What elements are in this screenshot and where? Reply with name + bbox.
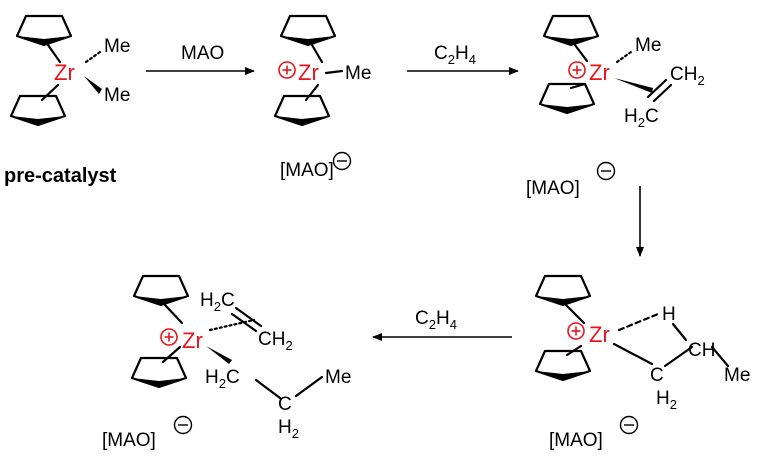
methyl-group: Me [635, 35, 661, 56]
ethylene-double-bond [646, 78, 668, 99]
zirconium-atom: Zr [182, 328, 203, 353]
cation-charge [568, 61, 586, 79]
zirconium-atom: Zr [298, 60, 319, 85]
c-c-bond [294, 375, 324, 398]
methine-group: CH [688, 340, 715, 361]
cp-zr-bond [310, 43, 324, 64]
methyl-group: Me [104, 85, 130, 106]
cp-ring-top [132, 274, 190, 307]
c-c-bond [254, 378, 282, 400]
agostic-hydrogen: H [662, 304, 676, 325]
wedge-bond [84, 76, 102, 94]
anion-charge [619, 415, 639, 435]
counterion: [MAO] [280, 160, 334, 181]
methylene-group: H2C [200, 290, 235, 314]
cp-zr-bond [46, 43, 62, 64]
zirconium-atom: Zr [589, 322, 610, 347]
ethylene-double-bond [652, 83, 673, 103]
ethylene-coordination-arrow: C2H4 [407, 43, 519, 75]
ch-bond [671, 322, 688, 342]
zr-c-bond [612, 342, 654, 366]
cp-ring-bottom [130, 356, 188, 389]
ethylene-double-bond [234, 306, 263, 328]
chain-growth-arrow: C2H4 [372, 308, 512, 341]
zirconium-atom: Zr [54, 60, 75, 85]
methyl-group: Me [724, 365, 750, 386]
cp-ring-bottom [538, 82, 596, 115]
methylene-group: CH2 [670, 64, 705, 88]
cation-charge [567, 322, 585, 340]
methylene-group: CH2 [258, 329, 293, 353]
hashed-bond [84, 50, 102, 64]
c-c-bond [663, 345, 694, 368]
cation-charge [278, 61, 296, 79]
zirconium-atom: Zr [589, 60, 610, 85]
cationic-methyl-complex: Zr Me [MAO] [273, 14, 371, 181]
reagent-label: C2H4 [434, 43, 476, 67]
wedge-bond [206, 346, 232, 364]
cp-ring-top [542, 14, 600, 47]
methyl-group: Me [104, 36, 130, 57]
anion-charge [596, 161, 616, 181]
cp-zr-bond [40, 83, 60, 102]
methyl-group: Me [345, 63, 371, 84]
agostic-interaction [617, 312, 660, 332]
propyl-ethylene-complex: Zr H2C CH2 H2C C H2 Me [MAO] [102, 274, 351, 451]
cp-zr-bond [573, 43, 589, 63]
hashed-bond [208, 318, 256, 332]
counterion: [MAO] [102, 430, 156, 451]
ethylene-double-bond [230, 312, 258, 333]
methylene-group: H2C [205, 367, 240, 391]
anion-charge [332, 151, 352, 171]
cp-ring-top [15, 14, 73, 47]
methylene-carbon: C [278, 394, 292, 415]
cp-ring-bottom [9, 94, 67, 127]
cp-ring-bottom [534, 349, 592, 382]
cp-zr-bond [304, 83, 320, 102]
reagent-label: MAO [181, 43, 224, 64]
cp-zr-bond [565, 344, 583, 357]
cp-zr-bond [569, 82, 587, 90]
cp-ring-top [534, 274, 592, 307]
reagent-label: C2H4 [415, 308, 457, 332]
zr-me-bond [324, 69, 344, 75]
cp-zr-bond [161, 345, 182, 364]
cp-zr-bond [163, 303, 184, 325]
wedge-bond [614, 78, 653, 93]
methylene-hydrogens: H2 [278, 417, 299, 441]
cation-charge [160, 328, 178, 346]
counterion: [MAO] [549, 430, 603, 451]
precatalyst-molecule: Zr Me Me pre-catalyst [4, 14, 130, 187]
hashed-bond [615, 50, 633, 64]
anion-charge [173, 415, 193, 435]
methyl-group: Me [325, 367, 351, 388]
ethylene-pi-complex: Zr Me CH2 H2C [MAO] [526, 14, 705, 199]
methylene-hydrogens: H2 [656, 388, 677, 412]
cp-ring-top [279, 14, 337, 47]
activation-arrow: MAO [146, 43, 255, 75]
c-c-bond [710, 345, 730, 368]
cp-ring-bottom [273, 94, 331, 127]
precatalyst-label: pre-catalyst [4, 165, 117, 187]
counterion: [MAO] [526, 178, 580, 199]
methylene-group: H2C [624, 106, 659, 130]
methylene-carbon: C [650, 365, 664, 386]
cp-zr-bond [564, 303, 586, 325]
agostic-propyl-complex: Zr H CH C H2 Me [MAO] [534, 274, 750, 451]
